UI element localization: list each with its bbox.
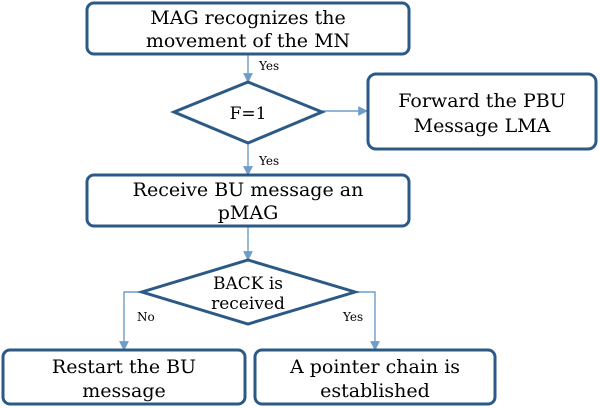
decision-back-received: BACK is received	[136, 258, 361, 326]
node-restart-bu-line-1: Restart the BU	[52, 356, 196, 378]
node-pointer-chain-line-1: A pointer chain is	[289, 356, 460, 378]
decision-back-received-line-1: BACK is	[213, 274, 283, 294]
node-mag-recognizes-line-1: MAG recognizes the	[150, 7, 345, 29]
node-receive-bu-line-1: Receive BU message an	[133, 179, 364, 201]
edge-label-yes-3: Yes	[342, 310, 363, 324]
node-forward-pbu: Forward the PBU Message LMA	[366, 72, 598, 151]
edge-label-yes-2: Yes	[258, 154, 279, 168]
node-restart-bu: Restart the BU message	[1, 348, 247, 406]
decision-f-equals-1-label: F=1	[230, 104, 267, 124]
edge-label-yes-1: Yes	[258, 59, 279, 73]
edge-label-no: No	[137, 310, 155, 324]
edge-back-to-restart	[119, 291, 142, 351]
node-mag-recognizes: MAG recognizes the movement of the MN	[85, 1, 411, 56]
node-restart-bu-line-2: message	[82, 380, 166, 402]
node-receive-bu: Receive BU message an pMAG	[85, 173, 411, 228]
node-pointer-chain: A pointer chain is established	[253, 348, 497, 406]
node-mag-recognizes-line-2: movement of the MN	[146, 30, 350, 52]
edge-back-to-pointer	[355, 291, 380, 351]
decision-back-received-line-2: received	[211, 294, 285, 314]
node-receive-bu-line-2: pMAG	[218, 202, 279, 224]
node-forward-pbu-line-2: Message LMA	[414, 115, 551, 137]
node-pointer-chain-line-2: established	[320, 380, 430, 402]
node-forward-pbu-line-1: Forward the PBU	[398, 90, 565, 112]
decision-f-equals-1: F=1	[170, 80, 326, 145]
